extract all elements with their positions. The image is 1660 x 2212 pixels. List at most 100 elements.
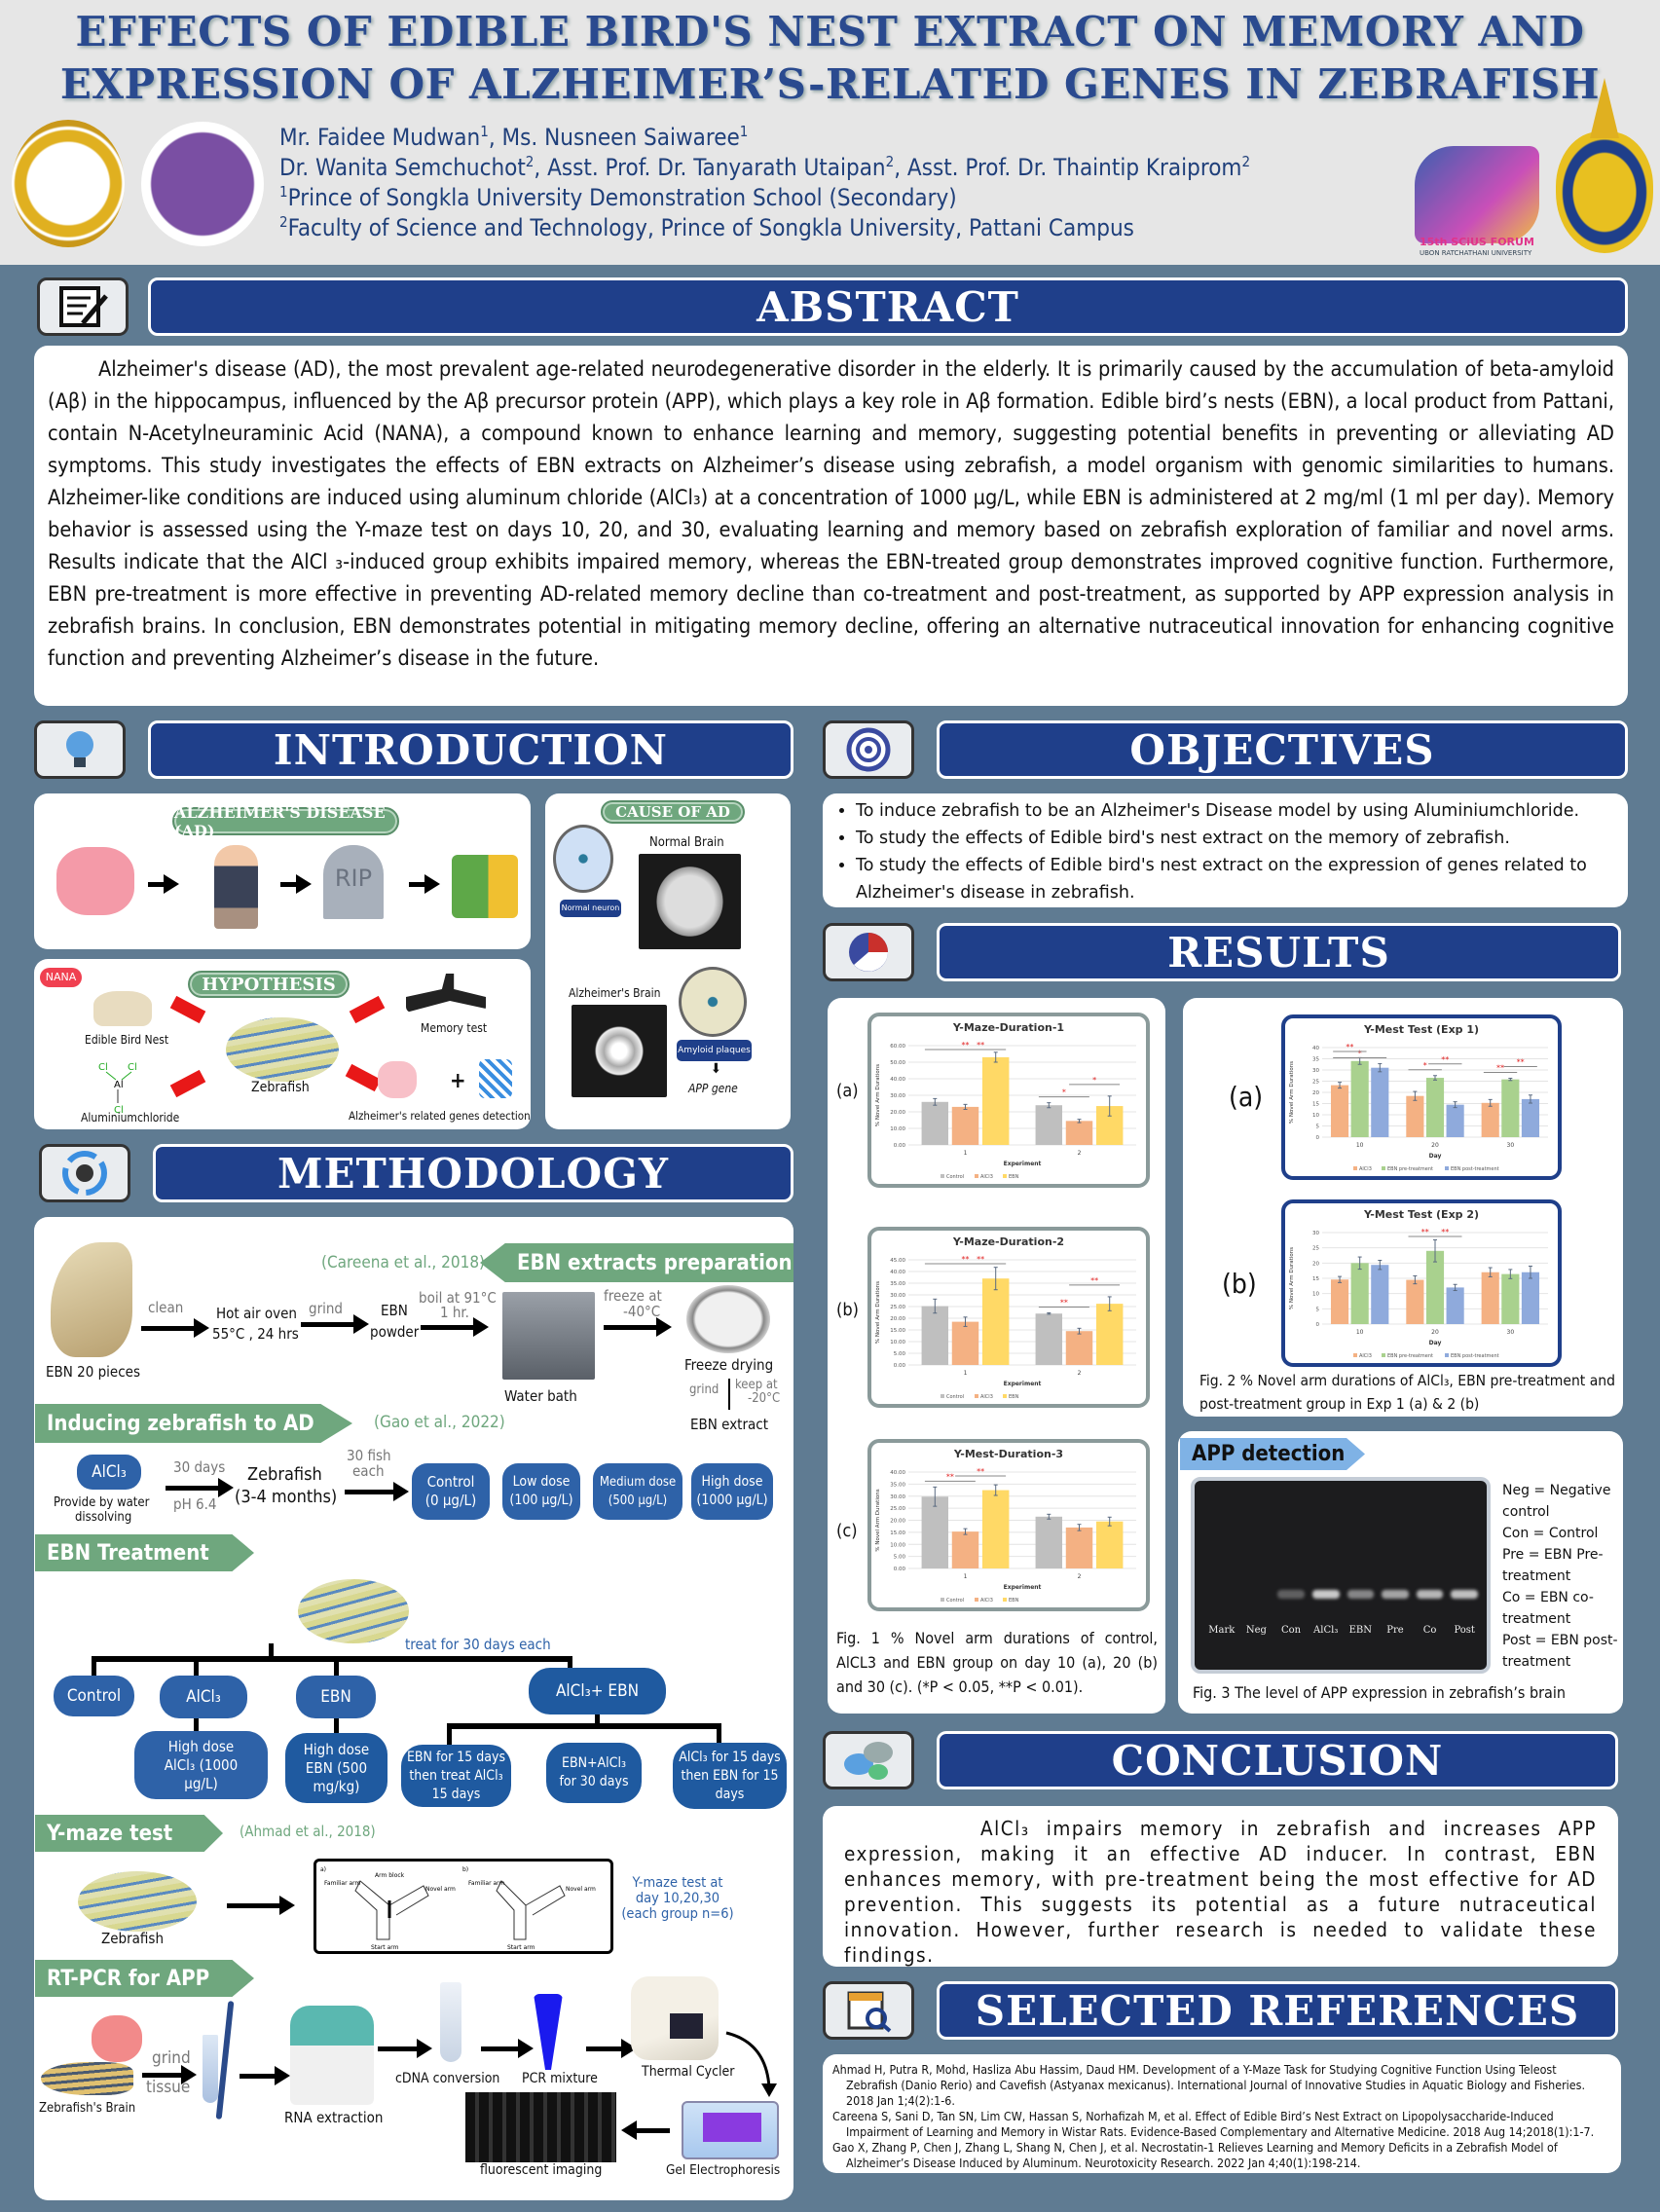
school-logo [12,120,125,247]
sad-brain-illustration [56,847,134,915]
subgroup-high-ebn: High dose EBN (500 mg/kg) [285,1733,387,1803]
gel-band [1382,1590,1409,1599]
arm-block-label: Arm block [375,1872,405,1879]
bar [1095,1521,1124,1568]
x-tick-label: 30 [1507,1329,1515,1336]
forum-logo-sub: UBON RATCHATHANI UNIVERSITY [1420,249,1532,257]
poster-header: EFFECTS OF EDIBLE BIRD'S NEST EXTRACT ON… [0,0,1660,265]
chart-title: Y-Maze-Duration-2 [952,1235,1064,1248]
bar [1035,1516,1063,1568]
ebn-extract-label: EBN extract [690,1416,768,1433]
gel-lane-label: Con [1281,1625,1302,1636]
y-tick-label: 5 [1316,1124,1320,1130]
legend-label: EBN post-treatment [1451,1353,1499,1359]
y-axis-label: % Novel Arm Durations [875,1489,881,1551]
arrow-icon [166,1478,234,1497]
bird-nest-image [93,991,152,1026]
abstract-text: Alzheimer's disease (AD), the most preva… [34,346,1628,706]
objective-item: To study the effects of Edible bird's ne… [856,852,1616,906]
legend-item: Neg = Negative control [1502,1483,1611,1520]
legend-label: AlCl3 [980,1174,993,1180]
bar [1446,1287,1464,1324]
y-tick-label: 30.00 [890,1293,905,1299]
poster-title-line2: EXPRESSION OF ALZHEIMER’S-RELATED GENES … [59,60,1601,108]
x-tick-label: 10 [1356,1329,1364,1336]
references-heading: SELECTED REFERENCES [937,1981,1618,2040]
y-tick-label: 5 [1316,1307,1320,1312]
y-tick-label: 0 [1316,1135,1320,1141]
oven-label: Hot air oven [216,1305,297,1322]
y-tick-label: 25.00 [890,1305,905,1310]
down-arrow-icon: ⬇ [711,1061,721,1077]
zebrafish-label: Zebrafish [101,1930,165,1947]
money-costs-illustration [452,855,518,918]
legend-swatch [941,1394,944,1398]
keep-label: keep at [735,1378,778,1392]
y-tick-label: 30 [1312,1068,1319,1074]
legend-swatch [1003,1394,1007,1398]
legend-swatch [1382,1353,1385,1357]
authors-line1: Mr. Faidee Mudwan1, Ms. Nusneen Saiwaree… [279,123,749,151]
significance-label: ** [1496,1064,1504,1073]
significance-label: ** [1517,1058,1525,1067]
bar [1035,1313,1063,1365]
rt-pcr-tag: RT-PCR for APP [35,1960,254,1997]
group-alcl3: AlCl₃ [160,1676,247,1718]
svg-text:Al: Al [114,1080,124,1090]
y-tick-label: 5.00 [894,1351,906,1357]
y-tick-label: 35 [1312,1057,1319,1063]
legend-swatch [1353,1166,1357,1170]
x-tick-label: 1 [964,1150,968,1157]
gel-lane-label: EBN [1348,1625,1373,1636]
gel-band [1243,1590,1271,1599]
methodology-heading: METHODOLOGY [153,1144,793,1202]
dna-icon [479,1059,512,1098]
diagram-a-label: a) [320,1866,326,1873]
reference-item: Gao X, Zhang P, Chen J, Zhang L, Shang N… [832,2140,1558,2170]
legend-label: AlCl3 [980,1598,993,1604]
y-tick-label: 40 [1312,1046,1319,1051]
zebrafish-group-image [78,1871,197,1932]
genes-detection-label: Alzheimer's related genes detection [349,1109,531,1123]
significance-label: ** [977,1467,984,1476]
gao-ref: (Gao et al., 2022) [374,1413,505,1432]
arrow-icon [345,1482,409,1501]
memory-test-label: Memory test [421,1021,488,1035]
x-tick-label: 10 [1356,1142,1364,1149]
affiliation-1: 1Prince of Songkla University Demonstrat… [279,183,957,211]
alzheimers-brain-scan [572,1005,667,1097]
app-gene-label: APP gene [688,1082,738,1095]
significance-label: ** [946,1472,954,1481]
bar [1371,1265,1389,1324]
bar [1095,1304,1124,1365]
legend-label: Control [946,1174,964,1180]
objective-item: To study the effects of Edible bird's ne… [856,825,1616,852]
y-tick-label: 25.00 [890,1506,905,1512]
brain-icon [92,2015,142,2062]
significance-label: * [1092,1076,1096,1085]
abstract-heading: ABSTRACT [148,277,1628,336]
legend-item: Post = EBN post-treatment [1502,1633,1618,1670]
legend-label: EBN pre-treatment [1387,1166,1433,1172]
tissue-label: tissue [146,2078,191,2097]
legend-swatch [941,1174,944,1178]
x-axis-label: Experiment [1004,1584,1042,1591]
arrow-icon [621,2120,670,2140]
tree-connector [334,1656,339,1677]
fig3-caption: Fig. 3 The level of APP expression in ze… [1193,1683,1566,1702]
tree-connector [269,1643,274,1659]
ebn-treatment-tag: EBN Treatment [35,1534,254,1571]
amyloid-plaques-badge: Amyloid plaques [677,1040,752,1061]
oven-temp-label: 55°C , 24 hrs [212,1325,299,1343]
bar [951,1321,979,1365]
zebrafish-label: Zebrafish [247,1464,322,1485]
gel-band [1311,1590,1340,1599]
tree-connector [92,1656,572,1662]
treat-duration-label: treat for 30 days each [405,1636,551,1653]
y-tick-label: 30.00 [890,1093,905,1099]
days-label: 30 days [173,1458,226,1476]
novel-arm-label: Novel arm [566,1886,596,1893]
nana-badge: NANA [40,968,82,987]
